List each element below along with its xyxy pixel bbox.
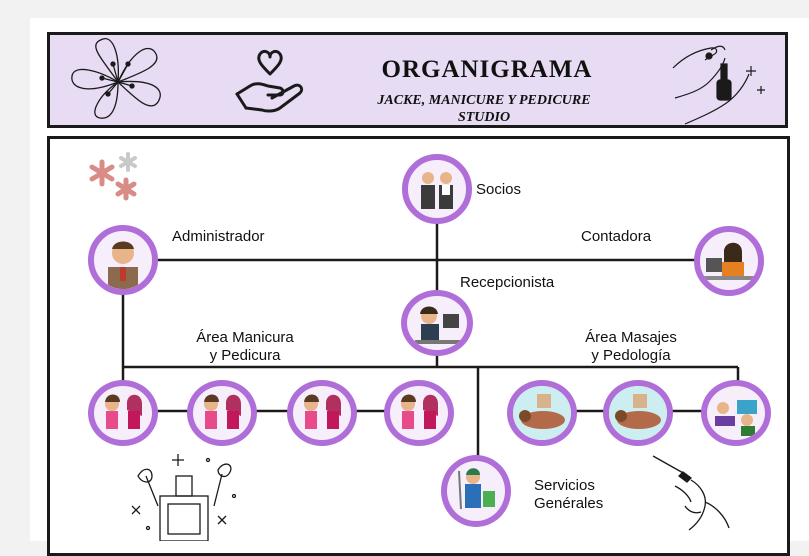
subtitle-line-2: STUDIO xyxy=(457,110,511,125)
page-title: ORGANIGRAMA xyxy=(381,56,593,83)
node-manicurista-3 xyxy=(287,380,357,446)
heart-hand-icon xyxy=(235,49,304,113)
perfume-bottle-icon xyxy=(131,454,237,541)
page-subtitle: JACKE, MANICURE Y PEDICURE STUDIO xyxy=(334,92,634,126)
area-masajes-line-2: y Pedología xyxy=(591,347,671,364)
flower-icon xyxy=(71,38,161,119)
node-socios xyxy=(402,154,472,224)
label-socios: Socios xyxy=(476,181,522,198)
node-podologo xyxy=(701,380,771,446)
label-area-masajes: Área Masajes y Pedología xyxy=(566,329,696,365)
area-manicura-line-1: Área Manicura xyxy=(196,329,294,346)
label-contadora: Contadora xyxy=(581,228,652,245)
servicios-line-2: Genérales xyxy=(534,495,604,512)
label-administrador: Administrador xyxy=(172,228,265,245)
node-manicurista-4 xyxy=(384,380,454,446)
area-masajes-line-1: Área Masajes xyxy=(585,329,677,346)
node-administrador xyxy=(88,225,158,295)
servicios-line-1: Servicios xyxy=(534,477,595,494)
header-banner xyxy=(47,32,788,128)
node-masajista-1 xyxy=(507,380,577,446)
subtitle-line-1: JACKE, MANICURE Y PEDICURE xyxy=(377,93,591,108)
node-masajista-2 xyxy=(603,380,673,446)
node-manicurista-1 xyxy=(88,380,158,446)
connector-lines xyxy=(121,210,740,460)
node-servicios-generales xyxy=(441,455,511,527)
nail-brush-hand-icon xyxy=(652,455,730,531)
node-contadora xyxy=(694,226,764,296)
label-servicios-generales: Servicios Genérales xyxy=(534,477,603,513)
label-area-manicura: Área Manicura y Pedicura xyxy=(180,329,310,365)
nail-polish-hand-icon xyxy=(672,45,765,125)
node-recepcionista xyxy=(401,290,473,356)
label-recepcionista: Recepcionista xyxy=(460,274,555,291)
node-manicurista-2 xyxy=(187,380,257,446)
asterisk-flowers-icon xyxy=(89,152,137,201)
area-manicura-line-2: y Pedicura xyxy=(209,347,281,364)
